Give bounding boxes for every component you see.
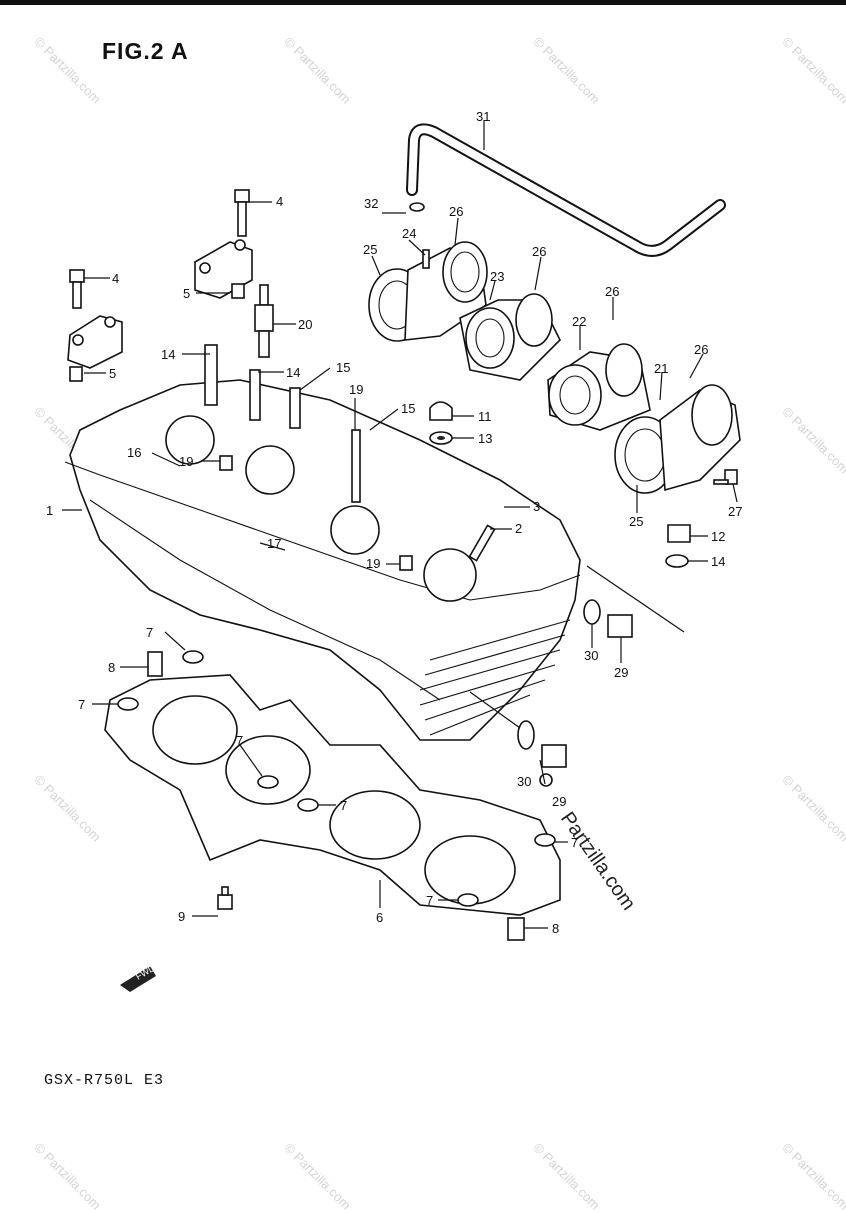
callout-32: 32	[364, 196, 378, 211]
callout-19: 19	[366, 556, 380, 571]
callout-labels: 4 4 5 5 20 14 14 15 19 15 11 13 16 19 1 …	[46, 109, 742, 936]
intake-pipe-21	[614, 384, 741, 494]
callout-7: 7	[571, 835, 578, 850]
callout-19: 19	[179, 454, 193, 469]
callout-23: 23	[490, 269, 504, 284]
callout-leaders	[62, 120, 738, 929]
scan-border	[0, 0, 846, 5]
callout-26: 26	[449, 204, 463, 219]
callout-7: 7	[78, 697, 85, 712]
spark-plug-20	[254, 284, 274, 358]
callout-17: 17	[267, 536, 281, 551]
cylinder-head-1	[64, 344, 581, 741]
callout-7: 7	[146, 625, 153, 640]
callout-8: 8	[552, 921, 559, 936]
callout-15: 15	[336, 360, 350, 375]
callout-29: 29	[552, 794, 566, 809]
callout-5: 5	[183, 286, 190, 301]
cap-5	[67, 239, 253, 382]
callout-29: 29	[614, 665, 628, 680]
callout-9: 9	[178, 909, 185, 924]
callout-27: 27	[728, 504, 742, 519]
callout-7: 7	[426, 893, 433, 908]
callout-3: 3	[533, 499, 540, 514]
bolt-4	[69, 189, 250, 309]
front-arrow-icon	[120, 966, 156, 992]
callout-5: 5	[109, 366, 116, 381]
callout-1: 1	[46, 503, 53, 518]
callout-30: 30	[584, 648, 598, 663]
plugs-29-30	[517, 599, 633, 787]
callout-7: 7	[236, 733, 243, 748]
model-label: GSX-R750L E3	[44, 1072, 165, 1089]
callout-7: 7	[340, 798, 347, 813]
callout-8: 8	[108, 660, 115, 675]
callout-14: 14	[161, 347, 175, 362]
figure-title: FIG.2 A	[102, 38, 189, 64]
intake-pipe-23	[459, 293, 561, 381]
callout-26: 26	[694, 342, 708, 357]
callout-25: 25	[363, 242, 377, 257]
callout-30: 30	[517, 774, 531, 789]
callout-12: 13	[478, 431, 492, 446]
intake-pipe-22	[547, 343, 651, 431]
callout-14: 14	[286, 365, 300, 380]
head-gasket-6	[104, 674, 561, 916]
nuts-washers	[219, 401, 738, 571]
callout-15: 15	[401, 401, 415, 416]
dowels-o-rings	[117, 650, 556, 941]
callout-4: 4	[276, 194, 283, 209]
callout-2: 2	[515, 521, 522, 536]
callout-20: 20	[298, 317, 312, 332]
callout-13: 14	[711, 554, 725, 569]
callout-16: 16	[127, 445, 141, 460]
callout-21: 21	[654, 361, 668, 376]
intake-pipe-24	[368, 241, 488, 342]
hose-31	[406, 123, 726, 257]
callout-22: 22	[572, 314, 586, 329]
callout-26: 26	[532, 244, 546, 259]
callout-24: 24	[402, 226, 416, 241]
callout-4: 4	[112, 271, 119, 286]
callout-26: 26	[605, 284, 619, 299]
callout-11: 12	[711, 529, 725, 544]
callout-25: 25	[629, 514, 643, 529]
callout-18: 19	[349, 382, 363, 397]
callout-10: 11	[478, 409, 492, 424]
callout-6: 6	[376, 910, 383, 925]
callout-31: 31	[476, 109, 490, 124]
